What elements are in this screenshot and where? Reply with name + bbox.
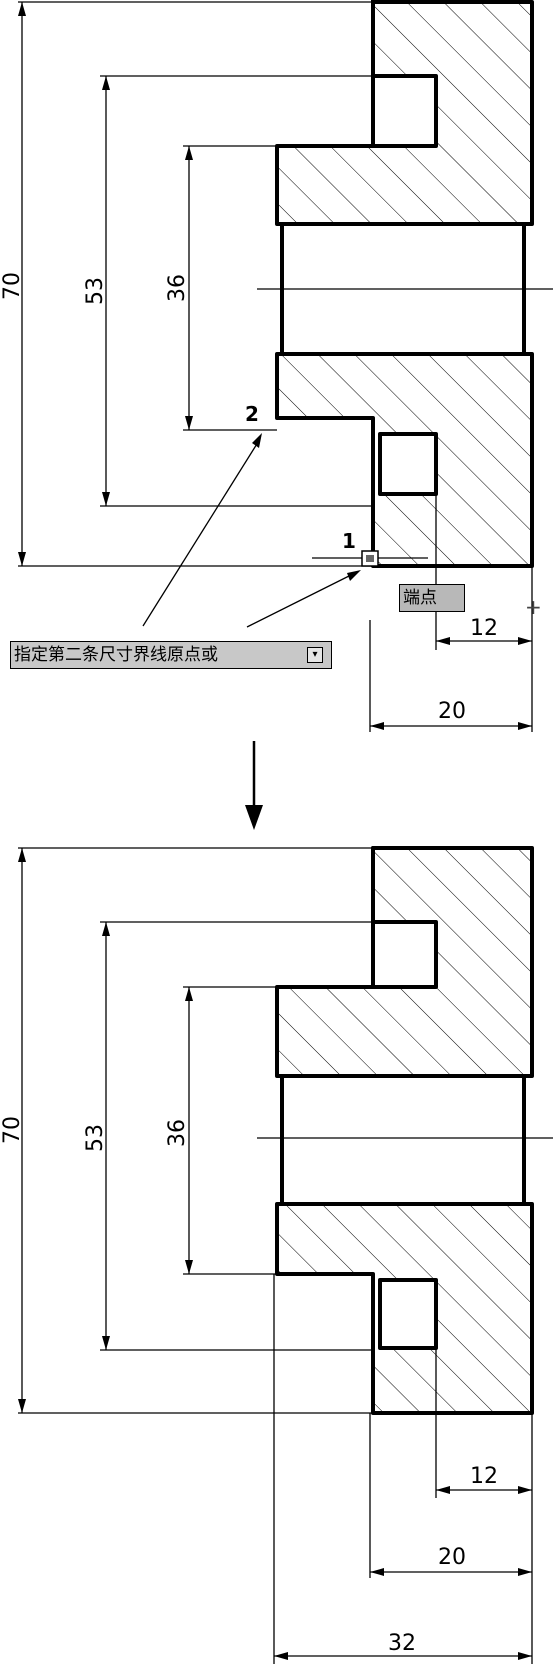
leader-arrow-1	[246, 570, 361, 628]
section-hatch	[277, 848, 532, 1413]
dim-20-top: 20	[370, 699, 532, 730]
dropdown-icon[interactable]: ▾	[307, 647, 323, 663]
dim-32-bottom: 32	[274, 1631, 532, 1660]
top-view: 70 53 36 12 20 1 2	[0, 0, 553, 732]
upper-groove-bottom	[371, 920, 438, 989]
dim-12-bottom: 12	[436, 1464, 532, 1494]
dim-53-top: 53	[83, 76, 110, 506]
dim-20-label: 20	[438, 1545, 466, 1570]
upper-groove-top	[371, 74, 438, 148]
lower-groove-top	[378, 432, 438, 496]
dim-70-bottom: 70	[0, 848, 26, 1413]
dim-12-label: 12	[470, 616, 498, 641]
dim-70-top: 70	[0, 2, 26, 566]
snap-tooltip: 端点	[399, 584, 465, 612]
dim-36-top: 36	[165, 146, 193, 430]
snap-tooltip-text: 端点	[403, 588, 437, 608]
dim-36-label: 36	[165, 1119, 190, 1147]
dim-12-top: 12	[436, 616, 532, 645]
point-2-label: 2	[245, 402, 259, 426]
point-1-label: 1	[342, 529, 356, 553]
dim-70-label: 70	[0, 272, 25, 300]
dim-70-label: 70	[0, 1116, 25, 1144]
dim-53-label: 53	[83, 277, 108, 305]
dim-36-bottom: 36	[165, 987, 193, 1274]
dim-32-label: 32	[388, 1631, 416, 1656]
dim-53-label: 53	[83, 1124, 108, 1152]
dim-20-bottom: 20	[370, 1545, 532, 1576]
dim-12-label: 12	[470, 1464, 498, 1489]
command-prompt-box[interactable]: 指定第二条尺寸界线原点或 ▾	[10, 641, 332, 669]
dim-36-label: 36	[165, 274, 190, 302]
part-outline-top	[275, 0, 534, 568]
leader-arrow-2	[142, 433, 262, 627]
command-prompt-text: 指定第二条尺寸界线原点或	[14, 645, 218, 665]
bottom-view: 70 53 36 12 20 32	[0, 846, 553, 1664]
dim-53-bottom: 53	[83, 922, 110, 1350]
lower-groove-bottom	[378, 1278, 438, 1350]
dim-20-label: 20	[438, 699, 466, 724]
section-hatch	[277, 2, 532, 566]
crosshair-cursor-icon: +	[525, 595, 542, 619]
part-outline-bottom	[275, 846, 534, 1415]
down-arrow	[245, 741, 263, 830]
